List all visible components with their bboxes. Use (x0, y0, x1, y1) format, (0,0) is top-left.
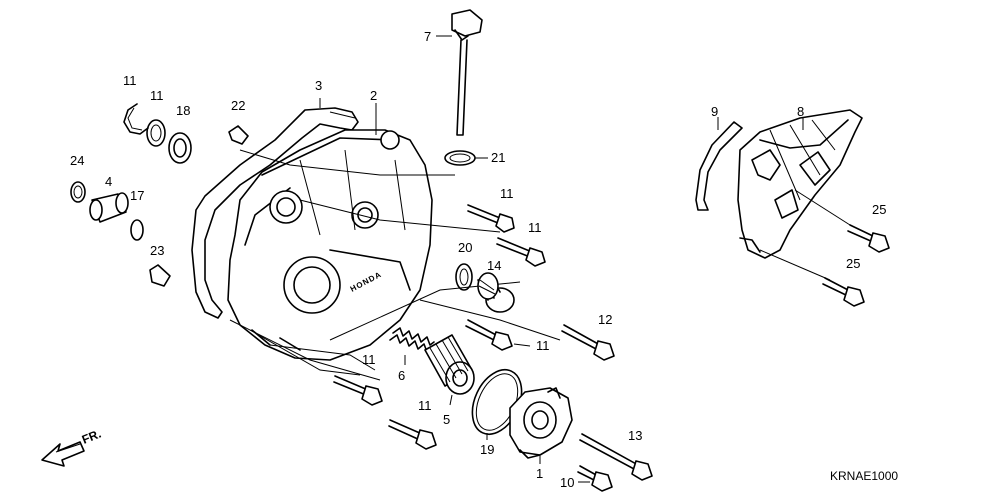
o-ring-20 (455, 263, 473, 291)
callout-20: 20 (458, 240, 472, 255)
callout-19: 19 (480, 442, 494, 457)
dowel-22 (228, 125, 249, 145)
callout-21: 21 (491, 150, 505, 165)
callout-11-d: 11 (362, 352, 376, 367)
callout-11-b: 11 (528, 220, 542, 235)
callout-3: 3 (315, 78, 322, 93)
callout-11-c: 11 (536, 338, 550, 353)
callout-14: 14 (487, 258, 501, 273)
callout-23: 23 (150, 243, 164, 258)
dowel-23 (149, 264, 171, 287)
callout-25-b: 25 (846, 256, 860, 271)
callout-18: 18 (176, 103, 190, 118)
callout-25-a: 25 (872, 202, 886, 217)
callout-10: 10 (560, 475, 574, 490)
circlip-16 (123, 103, 149, 135)
callout-11-a: 11 (500, 186, 514, 201)
bolt-11-d (333, 375, 383, 406)
callout-17: 17 (130, 188, 144, 203)
bolt-25-a (847, 224, 890, 253)
callout-9: 9 (711, 104, 718, 119)
bolt-12 (561, 324, 615, 361)
callout-2: 2 (370, 88, 377, 103)
bolt-10 (577, 465, 613, 492)
crankcase-cover: HONDA (227, 129, 433, 361)
diagram-code: KRNAE1000 (830, 469, 898, 483)
bolt-11-a (467, 204, 515, 233)
ring-17 (130, 219, 144, 241)
callout-13: 13 (628, 428, 642, 443)
oil-filter-cover (509, 387, 573, 459)
callout-12: 12 (598, 312, 612, 327)
ring-24 (70, 181, 86, 203)
oil-seal-18 (168, 132, 192, 164)
bolt-11-b (496, 237, 546, 267)
plug-14 (477, 272, 515, 313)
callout-7: 7 (424, 29, 431, 44)
callout-22: 22 (231, 98, 245, 113)
front-direction-label: FR. (80, 427, 103, 447)
bolt-25-b (822, 277, 865, 307)
callout-5: 5 (443, 412, 450, 427)
callout-11-e: 11 (418, 398, 432, 413)
callout-8: 8 (797, 104, 804, 119)
callout-24: 24 (70, 153, 84, 168)
oil-filter (424, 334, 475, 395)
oil-dipstick (451, 9, 483, 136)
bolt-13 (579, 433, 653, 481)
cover-gasket-9 (695, 121, 743, 211)
gasket (191, 107, 359, 319)
callout-16: 11 (123, 73, 137, 88)
callout-4: 4 (105, 174, 112, 189)
callout-15: 11 (150, 88, 164, 103)
callout-1: 1 (536, 466, 543, 481)
sprocket-cover-8 (737, 109, 863, 259)
bolt-11-c (465, 319, 513, 351)
bolt-11-e (388, 419, 437, 450)
shaft-4 (89, 192, 129, 223)
washer-15 (146, 119, 166, 147)
spring-6 (392, 327, 435, 346)
front-direction-arrow-icon (41, 441, 85, 467)
callout-6: 6 (398, 368, 405, 383)
